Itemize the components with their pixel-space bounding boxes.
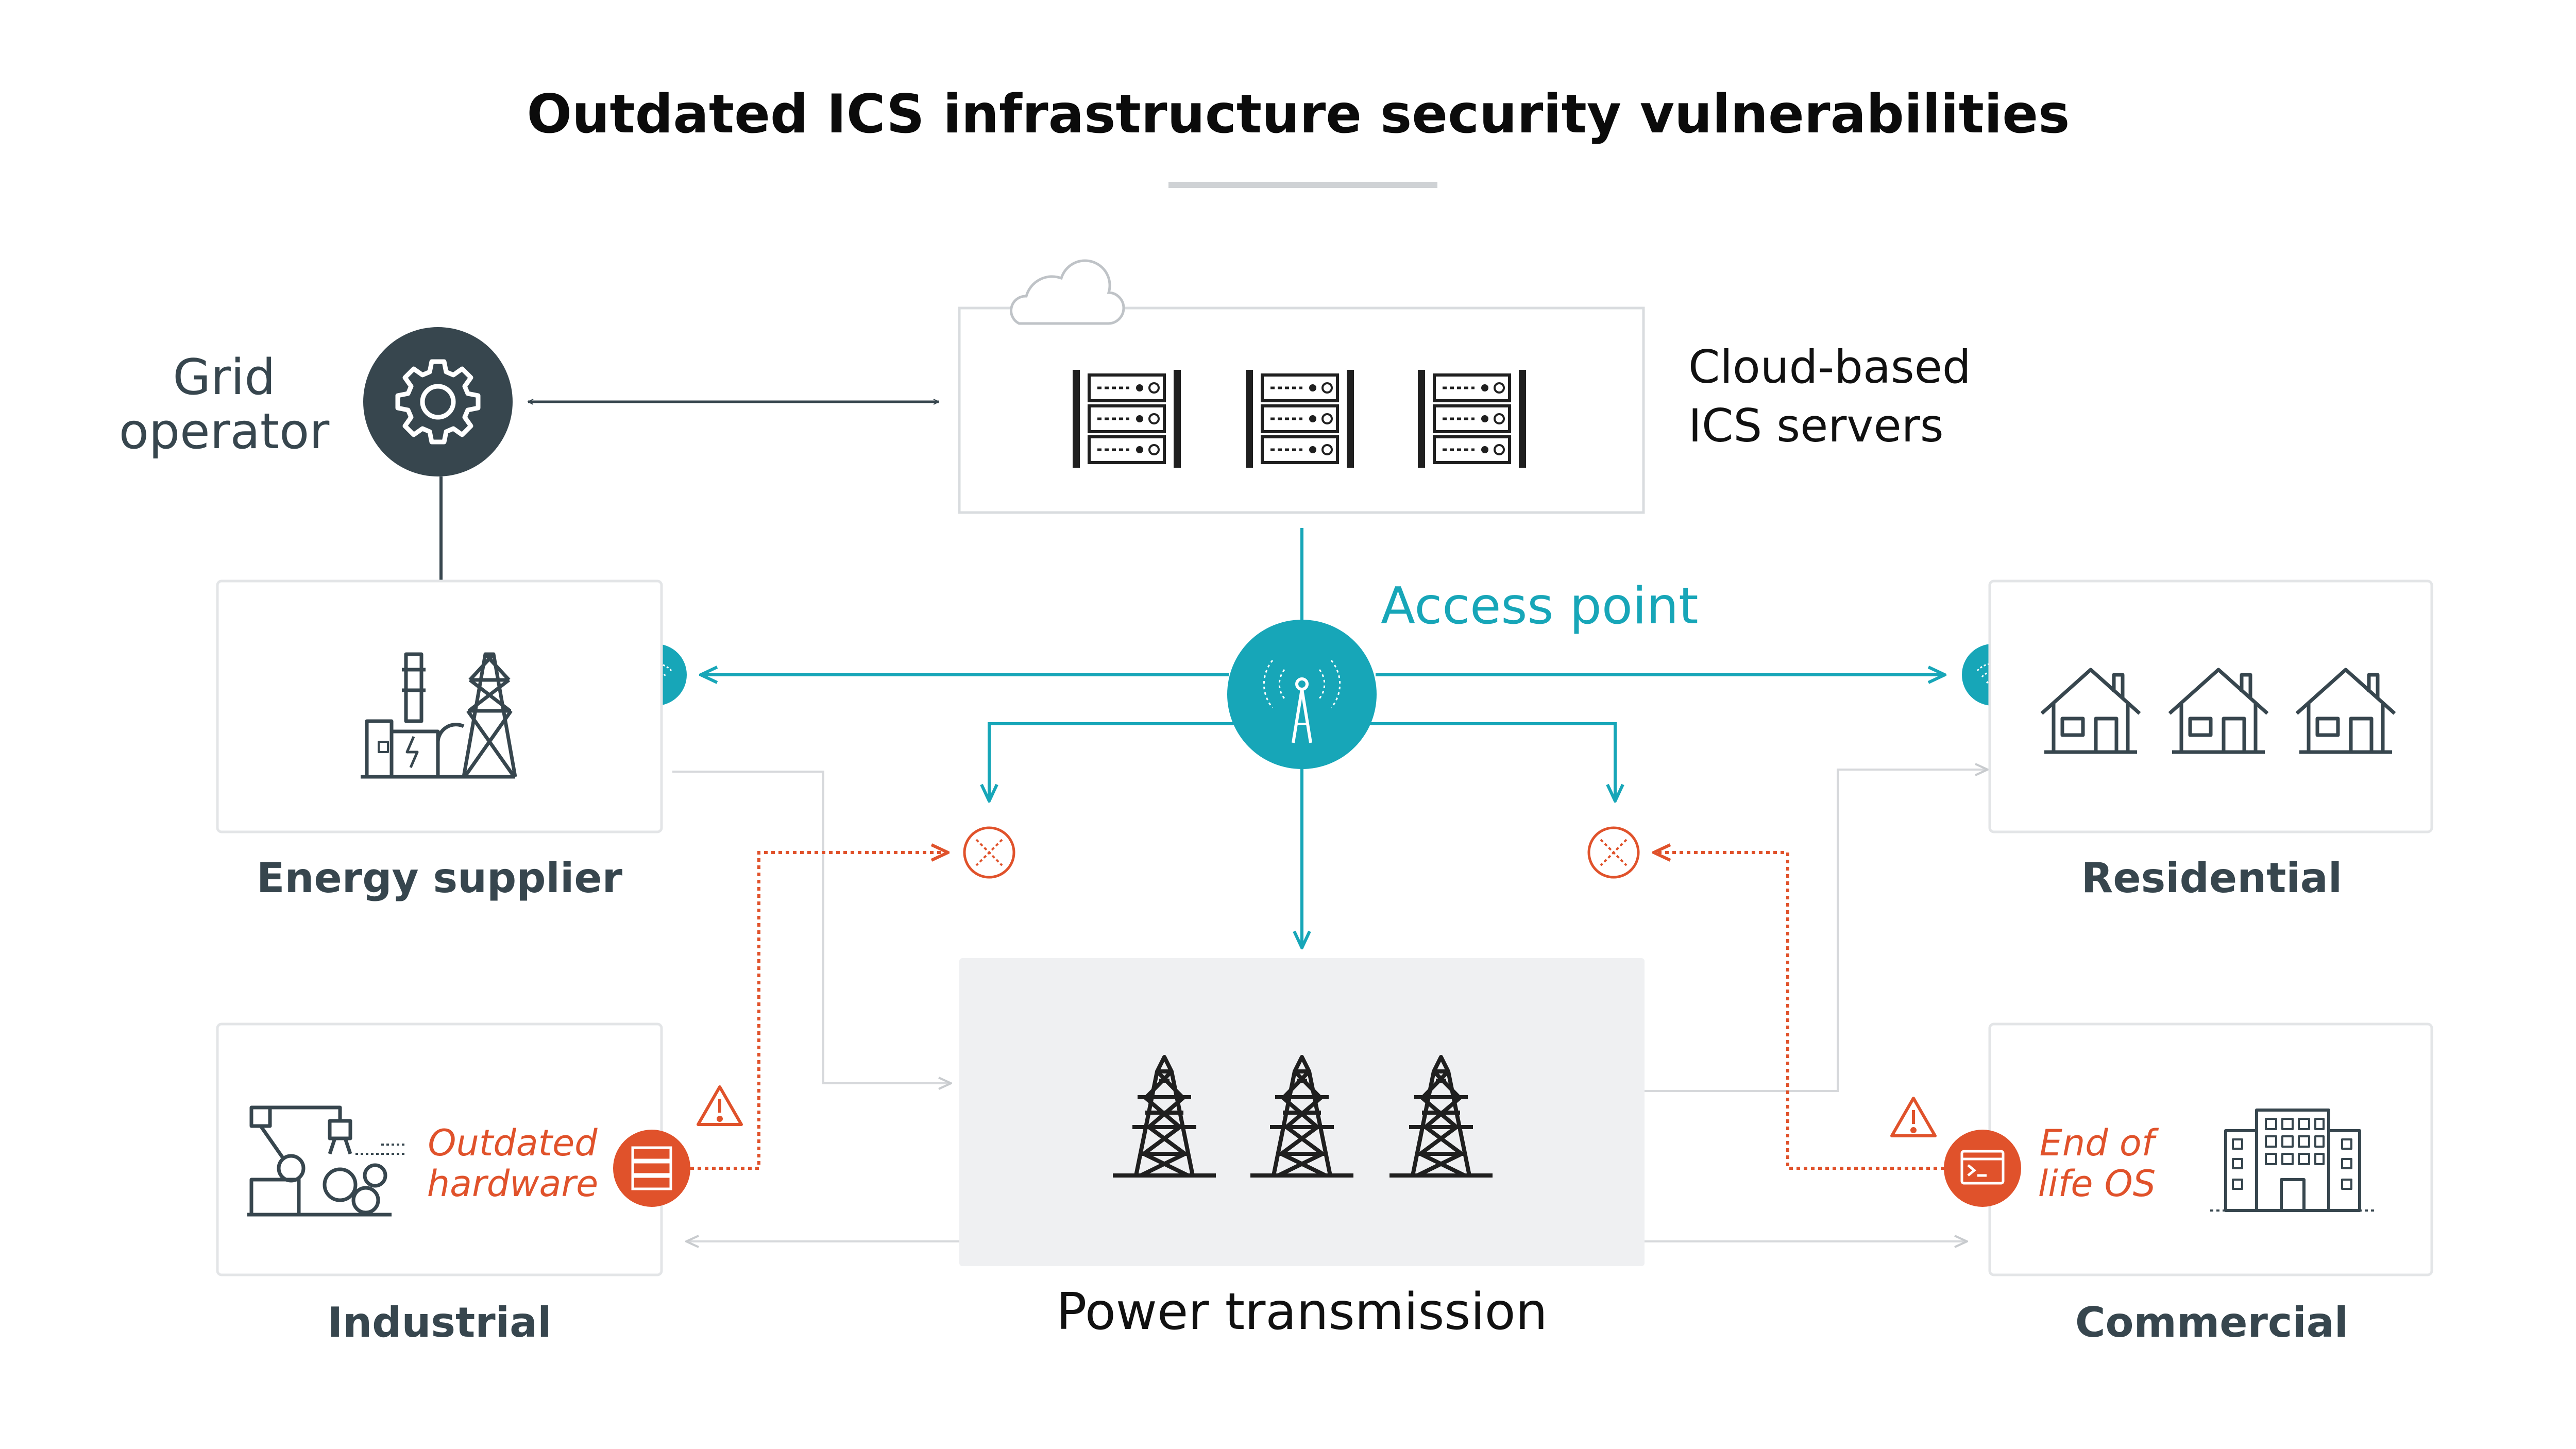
- ap-right-branch: [1368, 722, 1615, 801]
- gear-icon: [395, 359, 481, 445]
- server-rack-icon: [1246, 370, 1354, 468]
- blocked-x-icon: [975, 839, 1003, 866]
- access-point-node: [1227, 620, 1377, 769]
- office-building-icon: [2210, 1109, 2375, 1212]
- supplier-transmission-link: [672, 771, 951, 1083]
- server-rack-icon: [1418, 370, 1526, 468]
- power-plant-icon: [361, 652, 517, 779]
- attack-route-industrial: [690, 853, 948, 1170]
- hardware-icon: [631, 1146, 672, 1190]
- cloud-icon: [1010, 259, 1125, 325]
- warning-triangle-icon: [1890, 1097, 1937, 1137]
- grid-operator-label-line2: operator: [119, 403, 330, 460]
- outdated-hardware-label-line1: Outdated: [428, 1122, 598, 1164]
- title-divider: [1168, 182, 1437, 188]
- access-point-label: Access point: [1381, 577, 1699, 636]
- blocked-node-left: [963, 826, 1015, 879]
- outdated-hardware-label-line2: hardware: [427, 1163, 598, 1205]
- residential-label: Residential: [2081, 854, 2342, 902]
- residential-box: [1988, 579, 2433, 833]
- cloud-servers-label-line1: Cloud-based: [1688, 340, 1971, 394]
- energy-supplier-box: [216, 579, 663, 833]
- cloud-servers-label-line2: ICS servers: [1688, 399, 1944, 452]
- warning-triangle-icon: [697, 1085, 743, 1126]
- robot-arm-factory-icon: [247, 1105, 407, 1217]
- end-of-life-os-label-line2: life OS: [2038, 1163, 2156, 1205]
- blocked-x-icon: [1600, 839, 1628, 866]
- end-of-life-os-label-line1: End of: [2040, 1122, 2159, 1164]
- transmission-residential-link: [1645, 770, 1988, 1092]
- antenna-icon: [1263, 660, 1341, 743]
- grid-operator-node: [363, 327, 513, 476]
- page-title: Outdated ICS infrastructure security vul…: [527, 83, 2070, 145]
- server-rack-icon: [1073, 370, 1181, 468]
- terminal-window-icon: [1960, 1150, 2005, 1185]
- power-transmission-label: Power transmission: [1056, 1283, 1548, 1341]
- commercial-label: Commercial: [2075, 1299, 2348, 1346]
- grid-operator-label-line1: Grid: [173, 349, 275, 406]
- industrial-label: Industrial: [327, 1299, 551, 1346]
- cloud-servers-box: [958, 259, 1645, 514]
- outdated-hardware-node: [613, 1130, 690, 1207]
- ap-left-branch: [989, 722, 1236, 801]
- energy-supplier-label: Energy supplier: [257, 854, 623, 902]
- end-of-life-os-node: [1944, 1130, 2021, 1207]
- blocked-node-right: [1587, 826, 1640, 879]
